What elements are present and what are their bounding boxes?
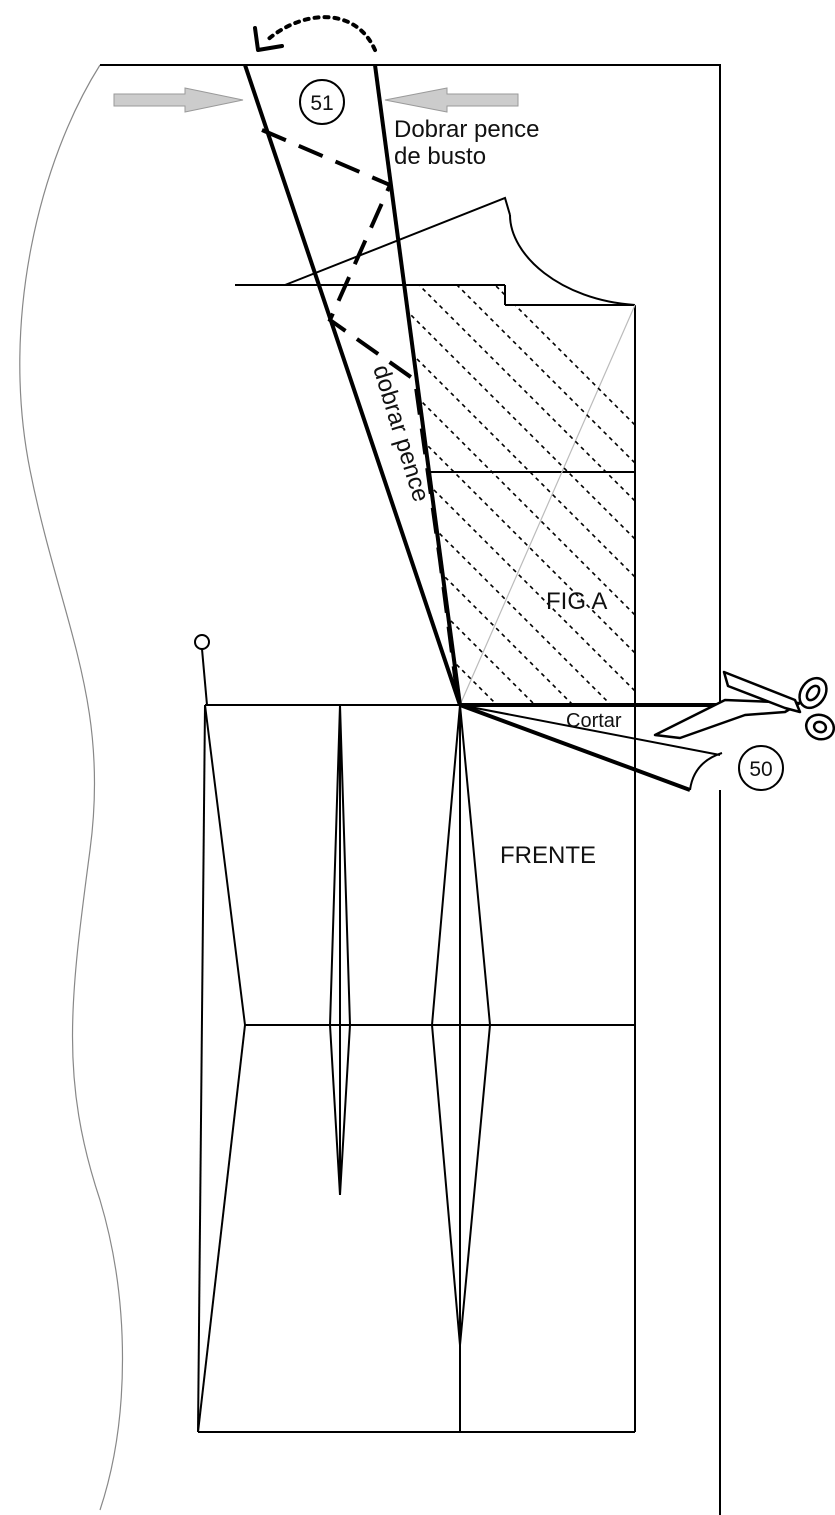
scissors-icon bbox=[653, 670, 835, 741]
front-label: FRENTE bbox=[500, 842, 596, 869]
pin-icon bbox=[194, 634, 210, 650]
fig-a-label: FIG A bbox=[546, 588, 607, 615]
step-51-circle bbox=[299, 79, 345, 125]
pin-stem bbox=[201, 648, 208, 706]
curved-fold-arrow-icon bbox=[263, 15, 377, 52]
cut-line-upper bbox=[459, 704, 721, 756]
step-50-label: 50 bbox=[749, 758, 772, 781]
side-seam-straight bbox=[197, 704, 206, 1433]
fig-a-hatching bbox=[405, 285, 635, 705]
side-seam-upper bbox=[204, 704, 246, 1026]
cut-label: Cortar bbox=[566, 710, 622, 732]
fabric-edge bbox=[19, 64, 124, 1511]
dashed-fold-line bbox=[261, 128, 460, 701]
push-arrow-icon bbox=[384, 87, 519, 113]
cut-flap bbox=[689, 752, 723, 791]
step-50-circle bbox=[738, 745, 784, 791]
dart-leg-left bbox=[243, 64, 462, 706]
push-arrow-icon bbox=[113, 87, 244, 113]
fold-bust-dart-label-line1: Dobrar pence bbox=[394, 116, 539, 143]
paper-outline bbox=[100, 64, 721, 705]
neckline-curve bbox=[509, 214, 636, 306]
grain-line bbox=[459, 304, 636, 706]
curved-fold-arrow-head bbox=[253, 26, 284, 52]
step-51-label: 51 bbox=[310, 92, 333, 115]
fold-bust-dart-label-line2: de busto bbox=[394, 143, 486, 170]
cut-line-lower bbox=[459, 703, 691, 792]
side-seam-lower bbox=[197, 1024, 246, 1433]
